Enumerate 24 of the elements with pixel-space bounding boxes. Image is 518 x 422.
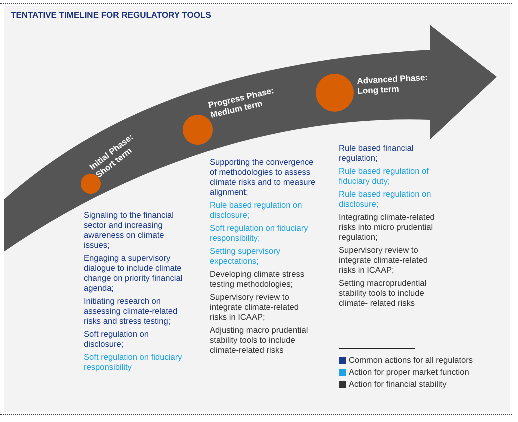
- action-item: Integrating climate-related risks into micro prudential regulation;: [339, 212, 435, 242]
- action-item: Rule based regulation on disclosure;: [339, 189, 432, 209]
- action-item: Soft regulation on fiduciary responsibility: [84, 352, 184, 372]
- action-item: Rule based regulation of fiduciary duty;: [339, 166, 430, 186]
- legend-text: Common actions for all regulators: [349, 355, 474, 365]
- action-item: Initiating research on assessing climate-related risks and stress testing;: [84, 296, 179, 326]
- action-item: Signaling to the financial sector and increasing awareness on climate issues;: [84, 210, 175, 250]
- action-item: Rule based financial regulation;: [339, 143, 415, 163]
- action-item: Soft regulation on fiduciary responsibility;: [210, 223, 310, 243]
- action-item: Adjusting macro prudential stability tools to include climate-related risks: [210, 325, 310, 355]
- action-item: Supporting the convergence of methodologies to assess climate risks and to measure alignment;: [210, 157, 317, 197]
- action-item: Setting macroprudential stability tools to include climate- related risks: [339, 278, 428, 308]
- diagram-title: TENTATIVE TIMELINE FOR REGULATORY TOOLS: [11, 9, 212, 22]
- action-item: Developing climate stress testing methodologies;: [210, 269, 306, 289]
- action-item: Setting supervisory expectations;: [210, 246, 282, 266]
- action-item: Soft regulation on disclosure;: [84, 329, 150, 349]
- action-item: Engaging a supervisory dialogue to include climate change on priority financial agenda;: [84, 253, 184, 293]
- legend-text: Action for proper market function: [349, 367, 470, 377]
- legend-text: Action for financial stability: [349, 379, 447, 389]
- action-item: Supervisory review to integrate climate-related risks in ICAAP;: [339, 245, 430, 275]
- action-item: Rule based regulation on disclosure;: [210, 200, 304, 220]
- action-item: Supervisory review to integrate climate-related risks in ICAAP;: [210, 292, 300, 322]
- phase-label: Progress Phase: Medium term: [208, 84, 276, 120]
- phase-label: Advanced Phase: Long term: [356, 72, 430, 96]
